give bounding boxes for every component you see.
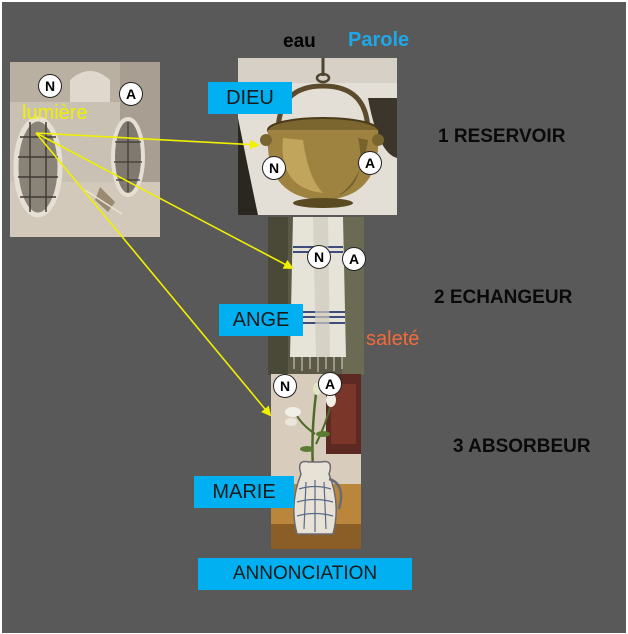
stage-reservoir: 1 RESERVOIR	[438, 126, 566, 147]
badge-towel-n: N	[307, 245, 331, 269]
salete-label: saleté	[366, 328, 420, 350]
badge-pot-a: A	[358, 151, 382, 175]
tag-marie: MARIE	[194, 476, 294, 508]
badge-window-a: A	[119, 82, 143, 106]
tag-ange: ANGE	[219, 304, 303, 336]
badge-towel-a: A	[342, 247, 366, 271]
tag-annonciation: ANNONCIATION	[198, 558, 412, 590]
stage-absorbeur: 3 ABSORBEUR	[453, 436, 591, 457]
parole-label: Parole	[348, 29, 410, 51]
badge-vase-n: N	[273, 374, 297, 398]
lumiere-label: lumière	[22, 102, 88, 124]
tag-dieu: DIEU	[208, 82, 292, 114]
stage-echangeur: 2 ECHANGEUR	[434, 287, 573, 308]
eau-label: eau	[283, 31, 316, 52]
badge-vase-a: A	[318, 372, 342, 396]
lily-vase-painting	[271, 374, 361, 549]
badge-window-n: N	[38, 74, 62, 98]
badge-pot-n: N	[262, 156, 286, 180]
towel-painting	[268, 217, 364, 375]
